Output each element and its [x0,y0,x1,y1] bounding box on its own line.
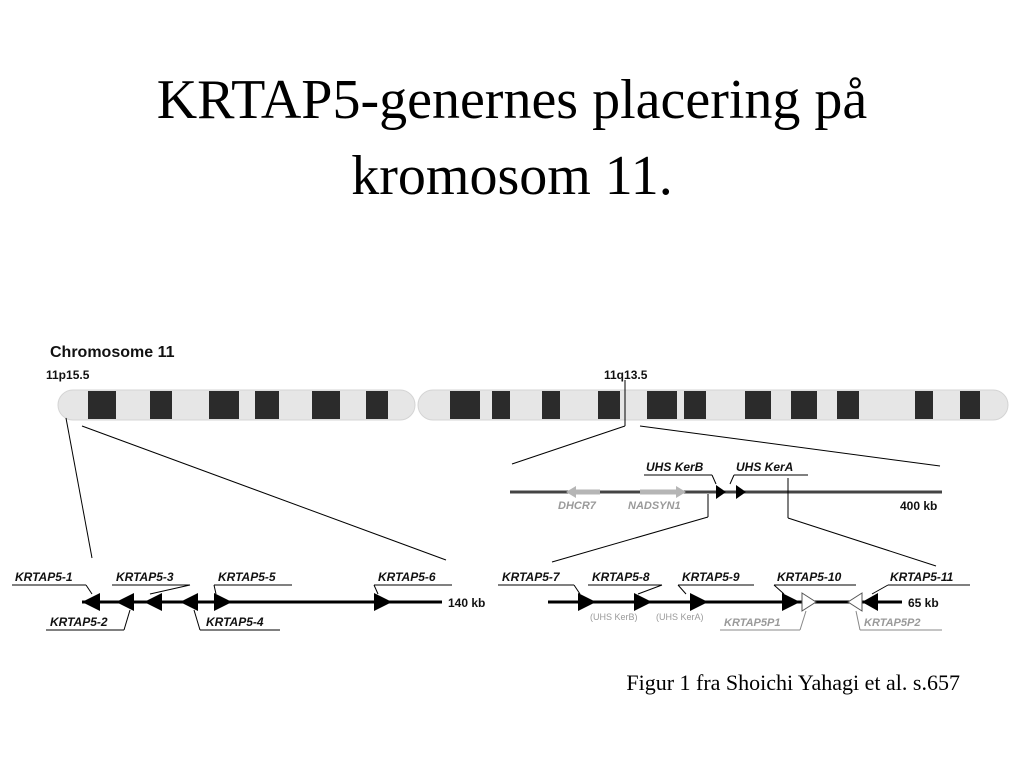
band [745,391,771,419]
dhcr7-arrow-icon [566,486,576,498]
band [366,391,388,419]
label-krtap5-5: KRTAP5-5 [218,570,276,584]
zoom-lines-right [511,425,941,467]
band [150,391,172,419]
band [598,391,620,419]
band [542,391,560,419]
label-krtap5-9: KRTAP5-9 [682,570,740,584]
label-krtap5-11: KRTAP5-11 [890,570,954,584]
krtap5p1-arrow-icon [801,592,817,612]
label-krtap5-7: KRTAP5-7 [502,570,561,584]
region-65kb: 65 kb KRTAP5-7 KRTAP5-8 KRTAP5-9 KRTAP5-… [498,570,970,631]
label-krtap5-10: KRTAP5-10 [777,570,842,584]
band [312,391,340,419]
label-krtap5-2: KRTAP5-2 [50,615,108,629]
title-line-1: KRTAP5-genernes placering på [156,69,868,131]
band [837,391,859,419]
label-uhs-kerb: UHS KerB [646,460,704,474]
krtap5-9-arrow-icon [690,593,708,611]
label-krtap5p2: KRTAP5P2 [864,617,920,629]
scale-65kb: 65 kb [908,596,939,610]
nadsyn1-arrow-icon [676,486,686,498]
band [209,391,239,419]
uhs-kerb-arrow-icon [716,485,726,499]
krtap5-8-arrow-icon [634,593,652,611]
label-krtap5p1: KRTAP5P1 [724,617,780,629]
figure-caption: Figur 1 fra Shoichi Yahagi et al. s.657 [626,670,960,695]
krtap5-4-arrow-icon [180,593,198,611]
label-uhs-kerb-small: (UHS KerB) [590,612,638,622]
band [791,391,817,419]
chromosome-ideogram [57,380,1009,426]
chromosome-label: Chromosome 11 [50,344,175,361]
band [960,391,980,419]
label-nadsyn1: NADSYN1 [628,500,681,512]
zoom-lines-left [65,417,447,561]
band-label-right: 11q13.5 [604,368,648,382]
band [450,391,480,419]
krtap5-2-arrow-icon [116,593,134,611]
krtap5-5-arrow-icon [214,593,232,611]
label-krtap5-4: KRTAP5-4 [206,615,264,629]
krtap5p2-arrow-icon [847,592,863,612]
krtap5-7-arrow-icon [578,593,596,611]
krtap5-10-arrow-icon [782,593,800,611]
region-400kb: 400 kb UHS KerB UHS KerA DHCR7 NADSYN1 [510,460,942,567]
label-uhs-kera: UHS KerA [736,460,793,474]
chromosome-bands [88,391,980,419]
label-krtap5-8: KRTAP5-8 [592,570,650,584]
scale-140kb: 140 kb [448,596,485,610]
scale-400kb: 400 kb [900,499,937,513]
krtap5-3-arrow-icon [144,593,162,611]
label-krtap5-3: KRTAP5-3 [116,570,174,584]
label-dhcr7: DHCR7 [558,500,597,512]
band [255,391,279,419]
band-label-left: 11p15.5 [46,368,90,382]
chromosome-q-arm [417,389,1009,421]
krtap5-11-arrow-icon [862,593,878,611]
label-uhs-kera-small: (UHS KerA) [656,612,704,622]
krtap5-6-arrow-icon [374,593,392,611]
krtap5-1-arrow-icon [82,593,100,611]
label-krtap5-1: KRTAP5-1 [15,570,73,584]
label-krtap5-6: KRTAP5-6 [378,570,436,584]
band [684,391,706,419]
band [647,391,677,419]
uhs-kera-arrow-icon [736,485,746,499]
band [492,391,510,419]
region-140kb: 140 kb KRTAP5-1 KRTAP5-3 KRTAP5-5 KRTAP5… [12,570,485,631]
band [88,391,116,419]
slide-title: KRTAP5-genernes placering på kromosom 11… [0,62,1024,214]
title-line-2: kromosom 11. [351,145,673,207]
band [915,391,933,419]
